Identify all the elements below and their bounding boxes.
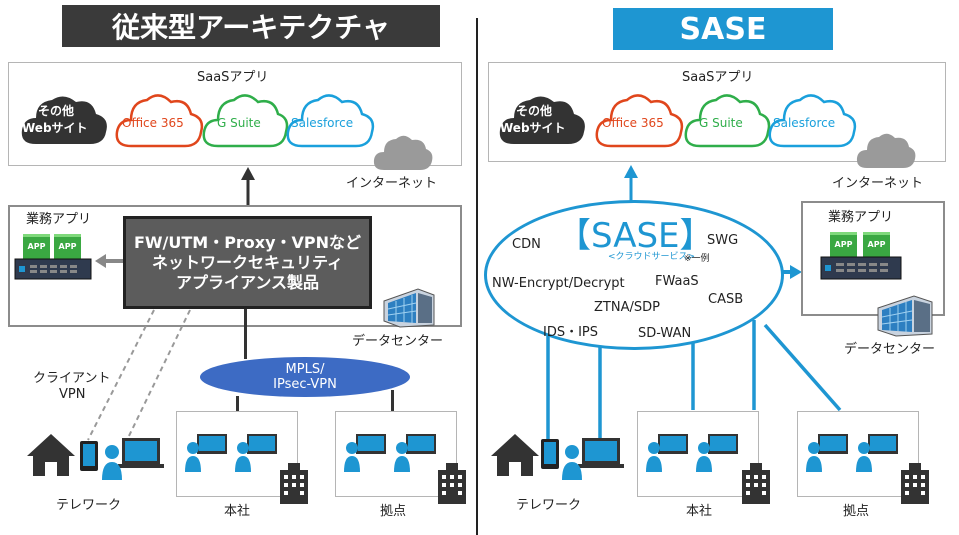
sase-example-note: ※一例 [684, 254, 710, 264]
left-appliance-to-server-arrow [95, 254, 124, 268]
right-home-icon [491, 434, 539, 476]
left-branch-label: 拠点 [380, 504, 407, 519]
right-saas-label: SaaSアプリ [682, 70, 754, 85]
left-mpls-branch-line [391, 390, 394, 412]
left-telework-label: テレワーク [56, 498, 122, 513]
right-hq-building-icon [742, 463, 770, 504]
security-appliance-box: FW/UTM・Proxy・VPNなど ネットワークセキュリティ アプライアンス製… [123, 216, 372, 309]
left-internet-label: インターネット [346, 176, 438, 191]
left-app-tile-1: APP [23, 234, 50, 260]
right-gsuite-label: G Suite [699, 116, 743, 130]
right-smartphone-icon [541, 439, 559, 469]
right-datacenter-label: データセンター [844, 342, 936, 357]
left-internet-cloud-icon [373, 135, 433, 170]
right-up-arrow [624, 165, 638, 202]
left-smartphone-icon [80, 441, 98, 471]
mpls-line-2: IPsec-VPN [273, 377, 337, 392]
right-branch-box [797, 411, 919, 497]
right-salesforce-cloud-icon [768, 94, 857, 148]
right-server-icon [820, 256, 902, 280]
left-other-web-line1: その他 [38, 104, 75, 118]
right-other-web-cloud-icon [499, 96, 585, 144]
left-branch-users-icon [344, 434, 436, 472]
left-salesforce-label: Salesforce [291, 116, 354, 130]
left-branch-box [335, 411, 457, 497]
left-other-web-line2: Webサイト [22, 121, 88, 135]
sase-service-sdwan: SD-WAN [638, 326, 692, 341]
right-hq-users-icon [646, 434, 738, 472]
right-branch-building-icon [901, 463, 929, 504]
left-office-label: Office 365 [122, 116, 184, 130]
right-app-tile-2: APP [863, 232, 890, 258]
right-internet-cloud-icon [856, 133, 916, 168]
right-internet-label: インターネット [832, 176, 924, 191]
sase-service-swg: SWG [707, 233, 739, 248]
left-mpls-hq-line [236, 396, 239, 412]
right-hq-label: 本社 [686, 504, 713, 519]
left-app-tile-2: APP [54, 234, 81, 260]
right-branch-label: 拠点 [843, 504, 870, 519]
left-saas-label: SaaSアプリ [197, 70, 269, 85]
right-branch-users-icon [806, 434, 898, 472]
sase-service-nw-encrypt: NW-Encrypt/Decrypt [492, 276, 625, 291]
sase-service-ids-ips: IDS・IPS [543, 325, 599, 340]
right-laptop-user-icon [562, 438, 624, 480]
left-gsuite-label: G Suite [217, 116, 261, 130]
right-hq-box [637, 411, 759, 497]
appliance-line-1: FW/UTM・Proxy・VPNなど [133, 232, 362, 252]
left-title: 従来型アーキテクチャ [62, 5, 440, 47]
right-salesforce-label: Salesforce [773, 116, 836, 130]
right-telework-label: テレワーク [516, 498, 582, 513]
right-gsuite-cloud-icon [684, 94, 771, 148]
right-business-label: 業務アプリ [828, 210, 894, 225]
left-hq-box [176, 411, 298, 497]
appliance-line-2: ネットワークセキュリティ [151, 252, 344, 272]
sase-title: 【SASE】 [557, 216, 714, 256]
left-datacenter-icon [383, 288, 435, 328]
sase-cloud-ellipse [484, 200, 784, 350]
right-other-web-line1: その他 [516, 104, 553, 118]
left-hq-users-icon [185, 434, 277, 472]
sase-service-ztna: ZTNA/SDP [594, 300, 660, 315]
right-title: SASE [613, 8, 833, 50]
appliance-line-3: アプライアンス製品 [175, 272, 320, 292]
left-laptop-user-icon [102, 438, 164, 480]
left-branch-building-icon [438, 463, 466, 504]
mpls-line-1: MPLS/ [285, 362, 325, 377]
right-app-tile-1: APP [830, 232, 857, 258]
center-divider [476, 18, 478, 535]
left-appliance-mpls-line [244, 309, 247, 359]
sase-service-cdn: CDN [512, 237, 541, 252]
left-other-web-cloud-icon [21, 96, 107, 144]
mpls-ipsec-vpn-cloud: MPLS/ IPsec-VPN [200, 357, 410, 397]
left-client-vpn-dashed-lines [87, 309, 191, 441]
left-business-label: 業務アプリ [26, 212, 92, 227]
sase-service-fwaas: FWaaS [655, 274, 699, 289]
right-other-web-line2: Webサイト [500, 121, 566, 135]
left-office-cloud-icon [115, 94, 204, 148]
right-office-label: Office 365 [602, 116, 664, 130]
sase-service-casb: CASB [708, 292, 744, 307]
left-hq-label: 本社 [224, 504, 251, 519]
right-office-cloud-icon [595, 94, 684, 148]
left-client-vpn-line2: VPN [59, 387, 86, 402]
sase-subtitle: <クラウドサービス> [608, 252, 696, 262]
left-client-vpn-line1: クライアント [33, 371, 111, 386]
left-salesforce-cloud-icon [286, 94, 375, 148]
left-gsuite-cloud-icon [202, 94, 289, 148]
left-datacenter-label: データセンター [352, 334, 444, 349]
left-server-icon [14, 258, 92, 280]
left-hq-building-icon [280, 463, 308, 504]
left-home-icon [27, 434, 75, 476]
right-datacenter-icon [877, 295, 933, 337]
